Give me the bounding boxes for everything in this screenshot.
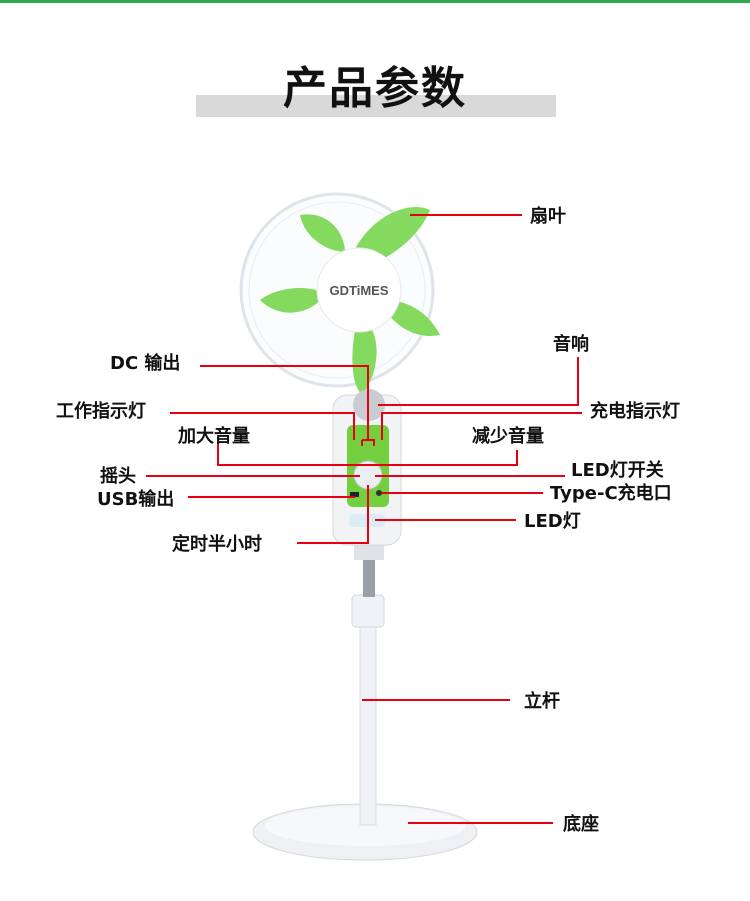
label-dc-output: DC 输出 [110,353,181,374]
title-underline-bar [196,95,556,117]
label-blades: 扇叶 [530,206,566,227]
label-usb-output: USB输出 [97,489,175,510]
label-pole: 立杆 [524,691,560,712]
label-timer: 定时半小时 [172,534,262,555]
brand-logo: GDTiMES [330,283,389,298]
label-volume-up: 加大音量 [178,426,250,447]
fan-hub [316,247,402,333]
page-title: 产品参数 [283,63,467,114]
leader-lines [146,214,582,824]
label-oscillate: 摇头 [100,466,136,487]
label-led-switch: LED灯开关 [571,460,664,481]
label-volume-down: 减少音量 [472,426,544,447]
fan-pole [359,619,377,826]
label-work-indicator: 工作指示灯 [56,401,146,422]
label-base: 底座 [563,814,599,835]
label-speaker: 音响 [553,334,589,355]
label-charge-indicator: 充电指示灯 [590,401,680,422]
fan-head: GDTiMES [239,192,440,395]
label-led-light: LED灯 [524,511,581,532]
label-typec-port: Type-C充电口 [550,483,672,504]
top-accent-line [0,0,750,3]
